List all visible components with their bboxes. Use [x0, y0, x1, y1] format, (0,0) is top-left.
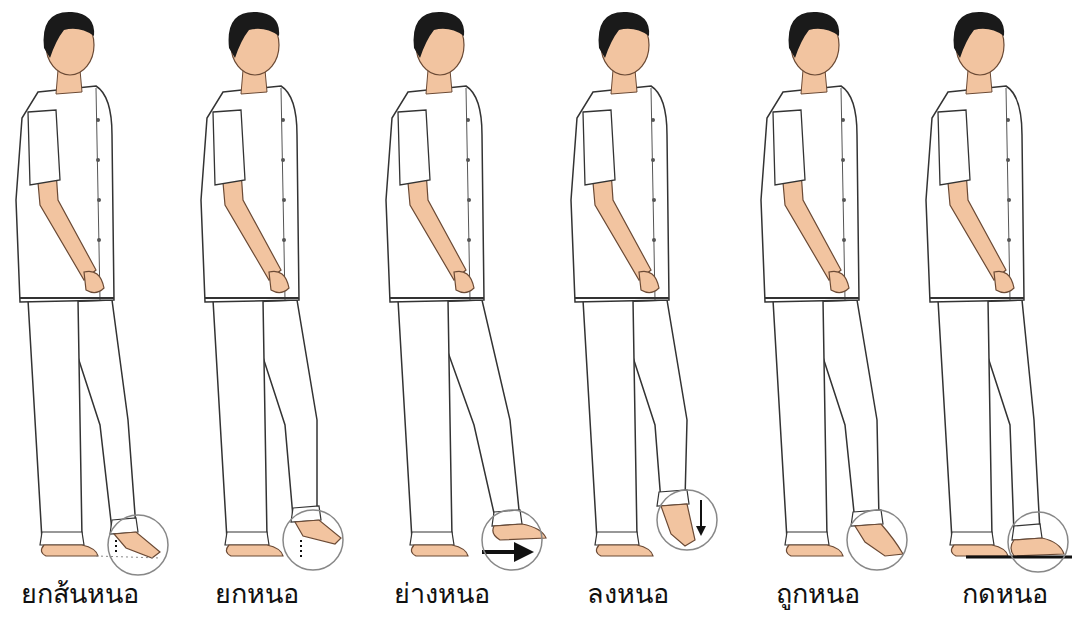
step-caption: ยกหนอ [215, 578, 299, 610]
step-caption: ถูกหนอ [776, 578, 860, 610]
step-caption: กดหนอ [962, 578, 1048, 610]
step-caption: ยกส้นหนอ [21, 578, 139, 610]
step-caption: ลงหนอ [587, 578, 669, 610]
step-caption: ย่างหนอ [394, 578, 490, 610]
